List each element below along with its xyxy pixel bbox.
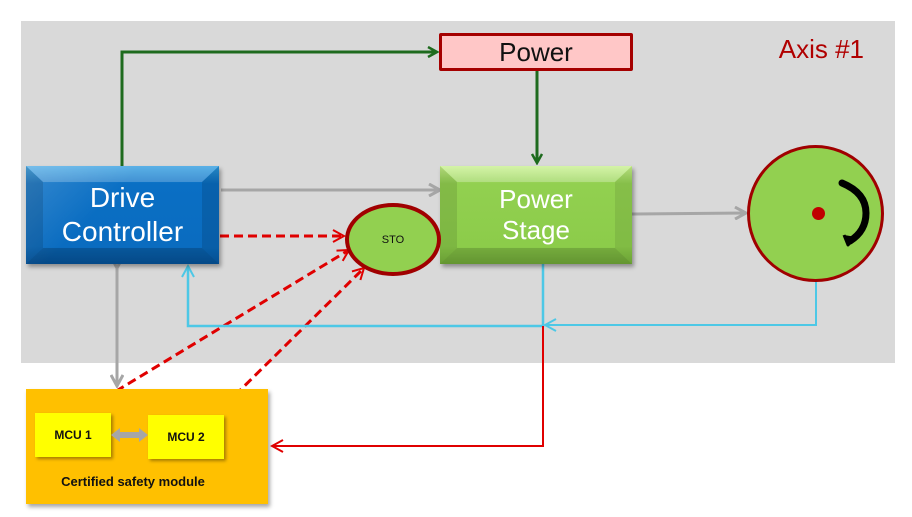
mcu2-block: MCU 2: [148, 415, 224, 459]
axis-label: Axis #1: [778, 34, 864, 64]
power-stage-label-line2: Stage: [502, 215, 570, 245]
power-stage-label-line1: Power: [499, 183, 573, 214]
power-stage-block: Power Stage: [440, 166, 632, 264]
mcu1-block: MCU 1: [35, 413, 111, 457]
sto-block: STO: [345, 203, 441, 276]
drive-controller-label-line2: Controller: [61, 216, 184, 247]
mcu1-label: MCU 1: [54, 428, 92, 442]
motor-shaft-icon: [812, 207, 825, 220]
power-label: Power: [499, 36, 573, 67]
mcu-bidirectional-arrow-icon: [111, 428, 148, 442]
sto-label: STO: [381, 233, 405, 246]
power-block: Power: [439, 33, 633, 71]
rotation-arrow-icon: [838, 179, 870, 247]
drive-controller-block: Drive Controller: [26, 166, 219, 264]
safety-module-label: Certified safety module: [61, 474, 205, 489]
drive-controller-label-line1: Drive: [89, 182, 156, 214]
mcu2-label: MCU 2: [167, 430, 205, 444]
